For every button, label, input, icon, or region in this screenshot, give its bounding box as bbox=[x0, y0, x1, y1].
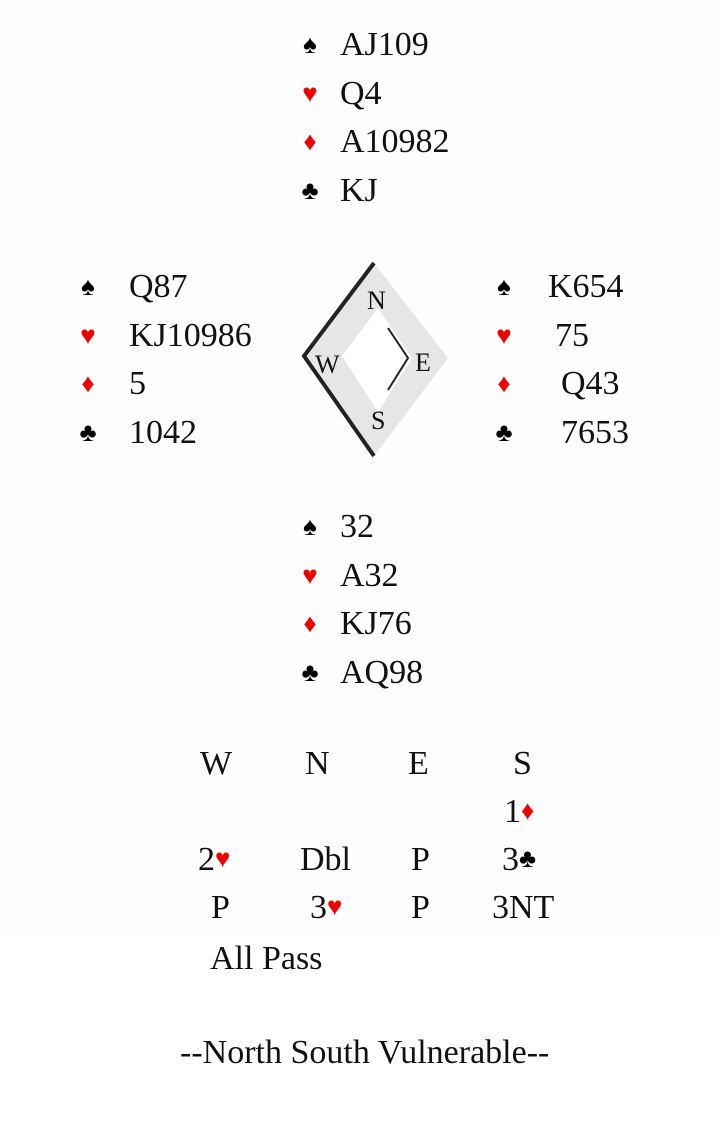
east-spades: K654 bbox=[548, 268, 624, 305]
east-hearts-row: ♥ 75 bbox=[492, 312, 629, 361]
bid-south-1: 1♦ bbox=[504, 793, 535, 830]
auction-header-row: W N E S bbox=[180, 745, 600, 793]
auction-round-1: 1♦ bbox=[180, 793, 600, 841]
heart-icon: ♥ bbox=[327, 892, 343, 921]
south-hearts: A32 bbox=[340, 556, 399, 594]
bid-north-2: Dbl bbox=[300, 841, 351, 878]
compass-east-label: E bbox=[415, 348, 431, 377]
bid-south-2: 3♣ bbox=[502, 841, 537, 878]
east-clubs-row: ♣ 7653 bbox=[492, 409, 629, 458]
club-icon: ♣ bbox=[301, 657, 319, 687]
south-hearts-row: ♥ A32 bbox=[298, 552, 423, 601]
compass-west-label: W bbox=[315, 350, 340, 379]
footer-background bbox=[0, 935, 725, 1130]
south-clubs-row: ♣ AQ98 bbox=[298, 649, 423, 698]
bid-east-3: P bbox=[411, 889, 430, 926]
club-icon: ♣ bbox=[301, 175, 319, 205]
west-hearts: KJ10986 bbox=[129, 316, 252, 354]
south-spades-row: ♠ 32 bbox=[298, 503, 423, 552]
auction-header-east: E bbox=[408, 745, 429, 782]
heart-icon: ♥ bbox=[80, 320, 96, 350]
auction-round-2: 2♥ Dbl P 3♣ bbox=[180, 841, 600, 889]
vulnerability-label: --North South Vulnerable-- bbox=[180, 1034, 550, 1071]
diamond-icon: ♦ bbox=[81, 369, 95, 398]
west-clubs: 1042 bbox=[129, 413, 197, 451]
north-clubs: KJ bbox=[340, 171, 378, 209]
club-icon: ♣ bbox=[79, 417, 97, 447]
south-diamonds: KJ76 bbox=[340, 605, 412, 642]
heart-icon: ♥ bbox=[302, 78, 318, 108]
auction-header-north: N bbox=[305, 745, 330, 782]
spade-icon: ♠ bbox=[81, 272, 95, 301]
diamond-icon: ♦ bbox=[303, 609, 317, 638]
bid-north-3: 3♥ bbox=[310, 889, 343, 926]
bid-west-2: 2♥ bbox=[198, 841, 231, 878]
heart-icon: ♥ bbox=[215, 844, 231, 873]
south-clubs: AQ98 bbox=[340, 653, 424, 691]
bid-east-2: P bbox=[411, 841, 430, 878]
east-hand: ♠ K654 ♥ 75 ♦ Q43 ♣ 7653 bbox=[492, 263, 629, 457]
west-hand: ♠Q87 ♥KJ10986 ♦5 ♣1042 bbox=[76, 263, 252, 458]
auction-round-3: P 3♥ P 3NT bbox=[180, 889, 600, 937]
north-hand: ♠ AJ109 ♥ Q4 ♦ A10982 ♣ KJ bbox=[298, 21, 450, 216]
west-diamonds: 5 bbox=[129, 365, 146, 402]
compass-diamond-icon bbox=[301, 261, 448, 458]
compass-north-label: N bbox=[367, 286, 386, 315]
west-spades-row: ♠ Q87 bbox=[76, 263, 252, 312]
south-spades: 32 bbox=[340, 508, 374, 545]
diamond-icon: ♦ bbox=[303, 127, 317, 156]
auction-table: W N E S 1♦ 2♥ Dbl P 3♣ P 3♥ P 3NT bbox=[180, 745, 600, 937]
compass-south-label: S bbox=[371, 406, 386, 435]
auction-final: All Pass bbox=[210, 940, 323, 977]
spade-icon: ♠ bbox=[303, 512, 317, 541]
spade-icon: ♠ bbox=[303, 30, 317, 59]
east-diamonds: Q43 bbox=[561, 365, 620, 402]
north-hearts-row: ♥ Q4 bbox=[298, 70, 450, 119]
north-clubs-row: ♣ KJ bbox=[298, 167, 450, 216]
east-spades-row: ♠ K654 bbox=[492, 263, 629, 312]
bid-west-3: P bbox=[211, 889, 230, 926]
east-diamonds-row: ♦ Q43 bbox=[492, 360, 629, 409]
club-icon: ♣ bbox=[495, 417, 513, 447]
west-spades: Q87 bbox=[129, 268, 188, 305]
west-diamonds-row: ♦5 bbox=[76, 360, 252, 409]
diamond-icon: ♦ bbox=[521, 796, 535, 825]
east-clubs: 7653 bbox=[561, 413, 629, 451]
south-diamonds-row: ♦ KJ76 bbox=[298, 600, 423, 649]
bid-south-3: 3NT bbox=[492, 889, 555, 926]
north-spades: AJ109 bbox=[340, 26, 429, 63]
north-spades-row: ♠ AJ109 bbox=[298, 21, 450, 70]
east-hearts: 75 bbox=[555, 316, 589, 354]
diagram-background bbox=[0, 0, 725, 935]
auction-header-west: W bbox=[200, 745, 233, 782]
compass-diamond: N W E S bbox=[300, 260, 450, 460]
auction-header-south: S bbox=[513, 745, 532, 782]
south-hand: ♠ 32 ♥ A32 ♦ KJ76 ♣ AQ98 bbox=[298, 503, 423, 697]
north-diamonds: A10982 bbox=[340, 123, 450, 160]
north-diamonds-row: ♦ A10982 bbox=[298, 118, 450, 167]
west-clubs-row: ♣ 1042 bbox=[76, 409, 252, 458]
heart-icon: ♥ bbox=[496, 320, 512, 350]
north-hearts: Q4 bbox=[340, 74, 382, 112]
heart-icon: ♥ bbox=[302, 560, 318, 590]
club-icon: ♣ bbox=[519, 844, 537, 873]
diamond-icon: ♦ bbox=[497, 369, 511, 398]
spade-icon: ♠ bbox=[497, 272, 511, 301]
west-hearts-row: ♥ KJ10986 bbox=[76, 312, 252, 361]
